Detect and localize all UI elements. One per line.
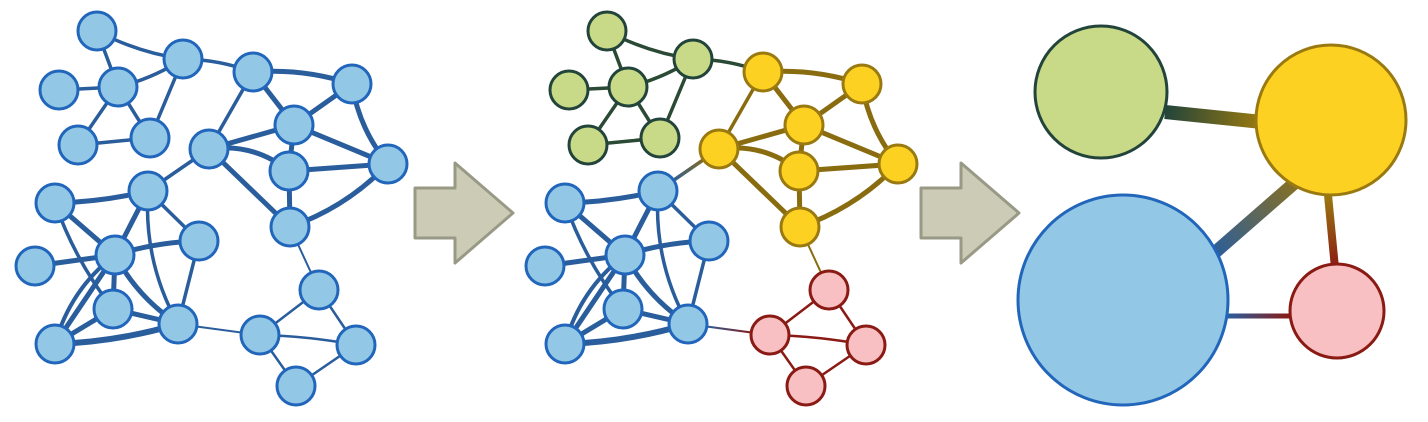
graph-node-blue bbox=[602, 288, 644, 330]
graph-node-yellow bbox=[779, 206, 821, 248]
graph-node-blue bbox=[275, 365, 317, 407]
graph-node-red bbox=[808, 269, 850, 311]
arrow-shape bbox=[919, 161, 1021, 265]
graph-node-blue bbox=[34, 323, 76, 365]
super-node-green bbox=[1033, 24, 1169, 160]
edge-green-yellow bbox=[1164, 105, 1263, 129]
graph-node-blue bbox=[188, 128, 230, 170]
right-arrow-icon bbox=[919, 161, 1021, 265]
right-arrow-icon bbox=[413, 161, 515, 265]
graph-node-blue bbox=[232, 51, 274, 93]
graph-node-blue bbox=[331, 63, 373, 105]
graph-node-green bbox=[672, 38, 714, 80]
original-nodes bbox=[14, 10, 409, 407]
graph-node-blue bbox=[273, 104, 315, 146]
graph-node-yellow bbox=[742, 51, 784, 93]
graph-node-blue bbox=[76, 10, 118, 52]
graph-node-red bbox=[749, 314, 791, 356]
clustered-graph-panel bbox=[524, 10, 919, 407]
super-node-blue bbox=[1016, 193, 1230, 407]
graph-node-yellow bbox=[841, 63, 883, 105]
graph-node-green bbox=[586, 10, 628, 52]
graph-node-yellow bbox=[778, 150, 820, 192]
edge-blue-yellow bbox=[1207, 175, 1303, 260]
graph-node-blue bbox=[269, 206, 311, 248]
graph-node-blue bbox=[94, 234, 136, 276]
graph-node-yellow bbox=[698, 128, 740, 170]
graph-node-blue bbox=[162, 38, 204, 80]
graph-node-blue bbox=[38, 69, 80, 111]
graph-node-blue bbox=[34, 182, 76, 224]
graph-node-blue bbox=[129, 117, 171, 159]
arrow-shape bbox=[413, 161, 515, 265]
graph-node-green bbox=[567, 124, 609, 166]
graph-node-blue bbox=[335, 324, 377, 366]
graph-node-blue bbox=[604, 234, 646, 276]
graph-node-blue bbox=[92, 288, 134, 330]
graph-node-blue bbox=[127, 170, 169, 212]
graph-node-green bbox=[548, 69, 590, 111]
graph-node-blue bbox=[637, 170, 679, 212]
graph-node-blue bbox=[178, 220, 220, 262]
graph-node-blue bbox=[367, 143, 409, 185]
graph-node-blue bbox=[544, 182, 586, 224]
graph-node-blue bbox=[667, 303, 709, 345]
graph-node-red bbox=[845, 324, 887, 366]
edge-yellow-red bbox=[1324, 194, 1339, 269]
graph-node-blue bbox=[688, 220, 730, 262]
graph-node-green bbox=[607, 66, 649, 108]
graph-node-blue bbox=[57, 124, 99, 166]
aggregated-graph-panel bbox=[1016, 24, 1408, 407]
graph-node-blue bbox=[157, 303, 199, 345]
graph-node-yellow bbox=[783, 104, 825, 146]
graph-node-blue bbox=[239, 314, 281, 356]
graph-node-green bbox=[639, 117, 681, 159]
graph-node-blue bbox=[298, 269, 340, 311]
graph-node-blue bbox=[544, 323, 586, 365]
clustered-nodes bbox=[524, 10, 919, 407]
super-node-yellow bbox=[1254, 43, 1408, 197]
aggregated-nodes bbox=[1016, 24, 1408, 407]
super-node-red bbox=[1288, 262, 1386, 360]
graph-node-blue bbox=[524, 245, 566, 287]
original-graph-panel bbox=[14, 10, 409, 407]
graph-node-red bbox=[785, 365, 827, 407]
graph-node-blue bbox=[14, 245, 56, 287]
graph-node-yellow bbox=[877, 143, 919, 185]
graph-node-blue bbox=[97, 66, 139, 108]
aggregated-edges bbox=[1164, 105, 1339, 319]
graph-node-blue bbox=[268, 150, 310, 192]
